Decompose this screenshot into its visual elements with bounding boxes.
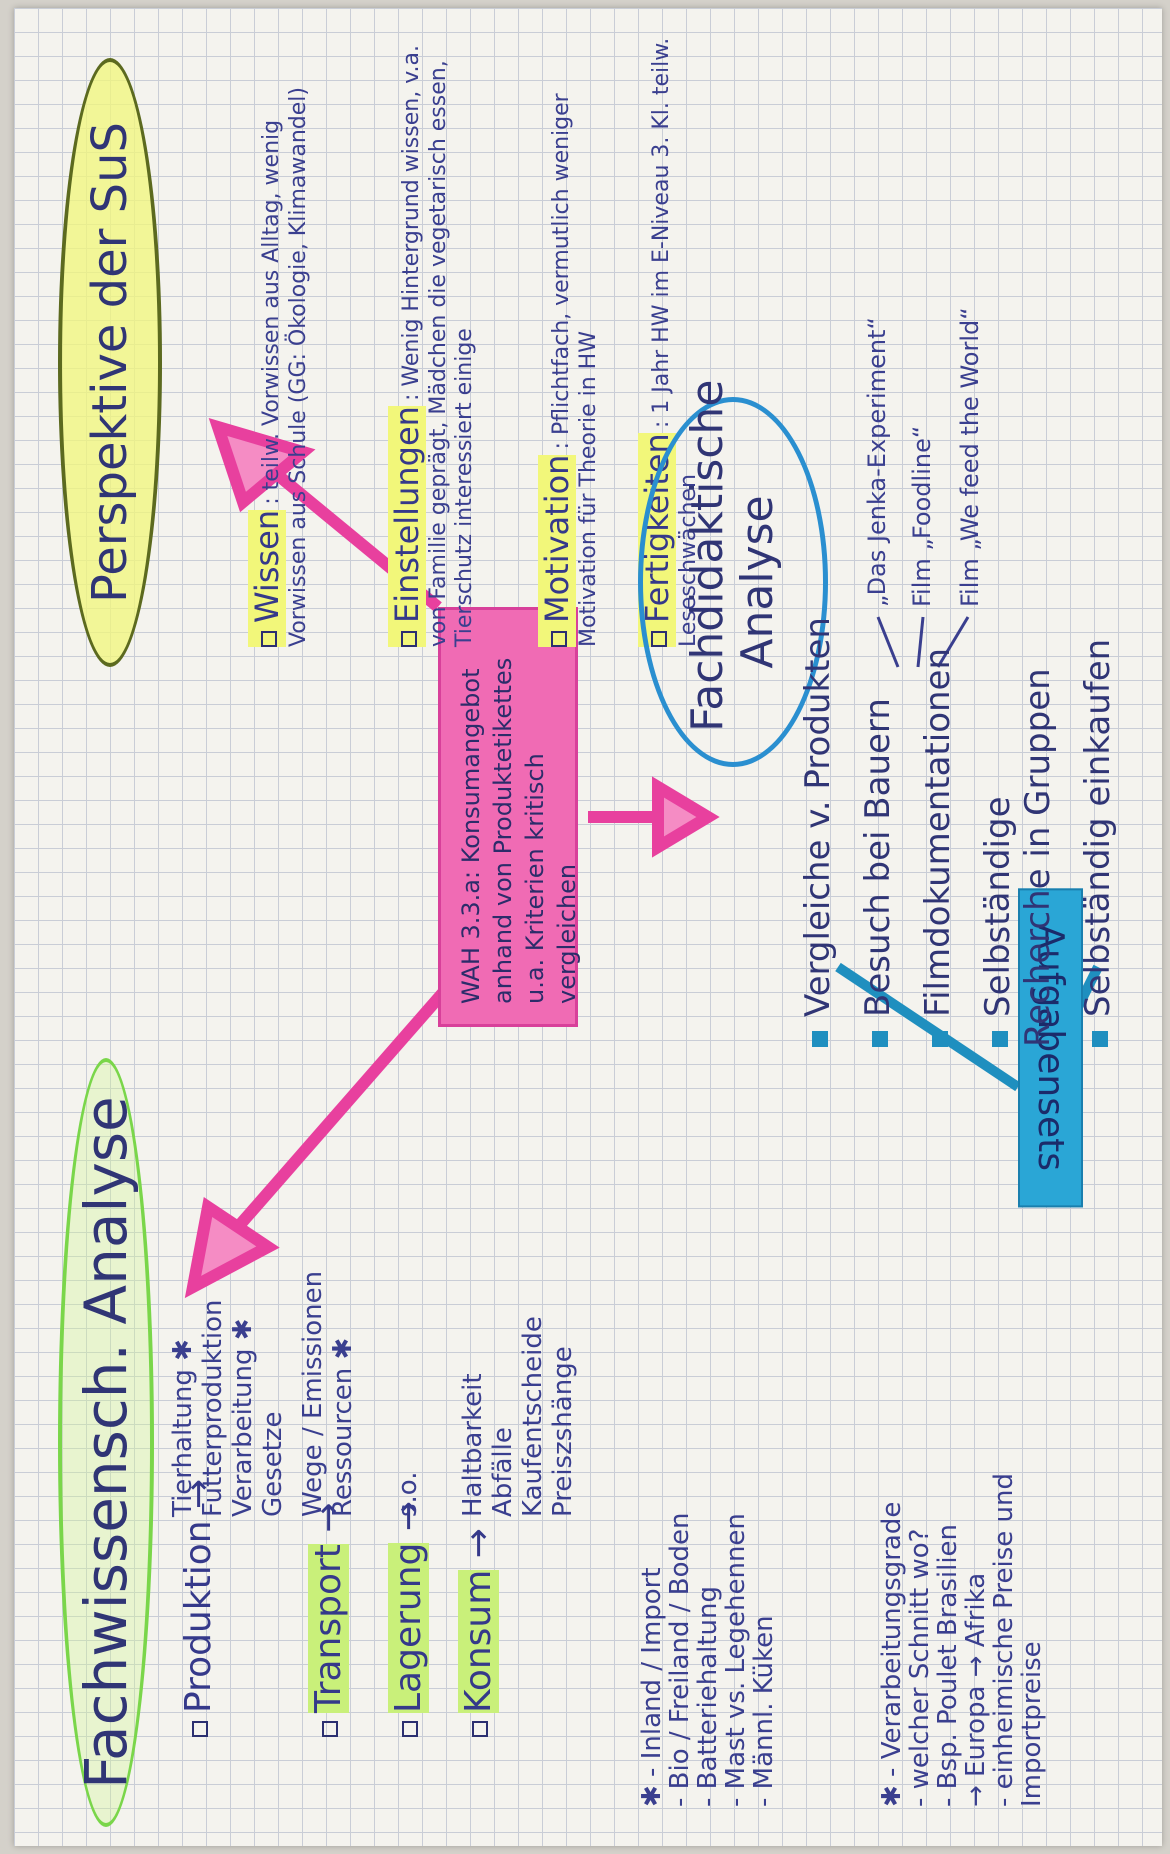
wissen-label: Wissen (248, 509, 286, 647)
film-jenka: „Das Jenka-Experiment“ (863, 317, 891, 607)
blue-bullet-icon (1091, 1031, 1108, 1047)
aufgaben-line-1 (835, 962, 1021, 1092)
konsum-item: Kaufentscheide (518, 1316, 548, 1517)
arrow-head-fachwissen (184, 1196, 280, 1299)
blue-bullet-icon (871, 1031, 888, 1047)
star-note-line: - Batteriehaltung (693, 1586, 723, 1807)
topic-lagerung-label: Lagerung (388, 1542, 429, 1713)
fd-item-label: Selbständig einkaufen (1078, 638, 1118, 1017)
produktion-item: Verarbeitung ✱ (228, 1318, 258, 1517)
konsum-item: Abfälle (488, 1427, 518, 1517)
topic-transport-label: Transport (308, 1544, 349, 1713)
transport-item: Ressourcen ✱ (328, 1337, 358, 1517)
star-note-line: - Männl. Küken (749, 1615, 779, 1807)
star-note-line: - Bsp. Poulet Brasilien (933, 1523, 963, 1807)
lagerung-items: s.o. (393, 1471, 423, 1517)
fd-item-label: Besuch bei Bauern (858, 698, 898, 1017)
arrow-head-perspektive (208, 418, 316, 513)
fd-item-label: Filmdokumentationen (918, 647, 958, 1017)
topic-lagerung: Lagerung → (388, 1501, 429, 1737)
lagerung-item: s.o. (393, 1471, 423, 1517)
konsum-items: Haltbarkeit Abfälle Kaufentscheide Preis… (458, 1316, 578, 1517)
star-note-line: ✱ - Verarbeitungsgrade (877, 1501, 907, 1807)
konsum-item: Haltbarkeit (458, 1373, 488, 1517)
topic-transport: Transport → (308, 1502, 349, 1737)
arrow-to-fachwissen (233, 983, 453, 1231)
fd-item-besuch: Besuch bei Bauern (858, 698, 898, 1047)
grid-paper-sheet: Fachwissensch. Analyse Produktion → Tier… (14, 8, 1162, 1846)
blue-bullet-icon (931, 1031, 948, 1047)
film-connector-1 (876, 616, 900, 668)
produktion-item: Tierhaltung ✱ (168, 1339, 198, 1517)
fd-item-film: Filmdokumentationen (918, 648, 958, 1047)
star-note-line: - Bio / Freiland / Boden (665, 1512, 695, 1807)
star-note-line: Importpreise (1017, 1641, 1047, 1807)
perspektive-title: Perspektive der SuS (58, 57, 162, 667)
film-we-feed-the-world: Film „We feed the World“ (956, 307, 984, 607)
fd-item-vergleiche: Vergleiche v. Produkten (798, 617, 838, 1047)
perspektive-motivation: Motivation : Pflichtfach, vermutlich wen… (538, 27, 602, 647)
fd-item-label: Selbständige Recherche in Gruppen (978, 668, 1058, 1047)
star-note-line: - einheimische Preise und (989, 1472, 1019, 1807)
fachwissen-title: Fachwissensch. Analyse (58, 1058, 154, 1827)
fd-item-label: Vergleiche v. Produkten (798, 617, 838, 1017)
topic-produktion: Produktion → (178, 1479, 219, 1737)
fd-item-einkaufen: Selbständig einkaufen (1078, 639, 1118, 1047)
blue-bullet-icon (811, 1031, 828, 1047)
produktion-item: Futterproduktion (198, 1299, 228, 1517)
star-note-line: - welcher Schnitt wo? (905, 1528, 935, 1807)
topic-konsum-label: Konsum (458, 1569, 499, 1713)
arrow-head-fachdidaktik (652, 776, 720, 858)
transport-items: Wege / Emissionen Ressourcen ✱ (298, 1271, 358, 1517)
produktion-items: Tierhaltung ✱ Futterproduktion Verarbeit… (168, 1300, 288, 1517)
star-note-1: ✱ - Inland / Import - Bio / Freiland / B… (637, 1512, 779, 1807)
transport-item: Wege / Emissionen (298, 1270, 328, 1517)
motivation-label: Motivation (538, 454, 576, 647)
blue-bullet-icon (991, 1031, 1008, 1047)
einstellungen-label: Einstellungen (388, 406, 426, 647)
topic-produktion-label: Produktion (178, 1520, 219, 1713)
film-connector-3 (936, 616, 970, 668)
star-note-2: ✱ - Verarbeitungsgrade - welcher Schnitt… (877, 1472, 1047, 1807)
topic-konsum: Konsum → (458, 1528, 499, 1737)
star-note-line: → Europa → Afrika (961, 1572, 991, 1807)
mind-map: Fachwissensch. Analyse Produktion → Tier… (18, 8, 1158, 1846)
film-foodline: Film „Foodline“ (908, 425, 936, 607)
perspektive-wissen: Wissen : teilw. Vorwissen aus Alltag, we… (248, 27, 312, 647)
star-note-line: ✱ - Inland / Import (637, 1567, 667, 1807)
star-note-line: - Mast vs. Legehennen (721, 1513, 751, 1807)
konsum-item: Preiszshänge (548, 1346, 578, 1517)
competence-box: WAH 3.3.a: Konsumangebot anhand von Prod… (438, 607, 581, 1027)
produktion-item: Gesetze (258, 1411, 288, 1517)
fd-item-recherche: Selbständige Recherche in Gruppen (978, 627, 1058, 1047)
film-connector-2 (916, 616, 925, 668)
perspektive-einstellungen: Einstellungen : Wenig Hintergrund wissen… (388, 27, 478, 647)
